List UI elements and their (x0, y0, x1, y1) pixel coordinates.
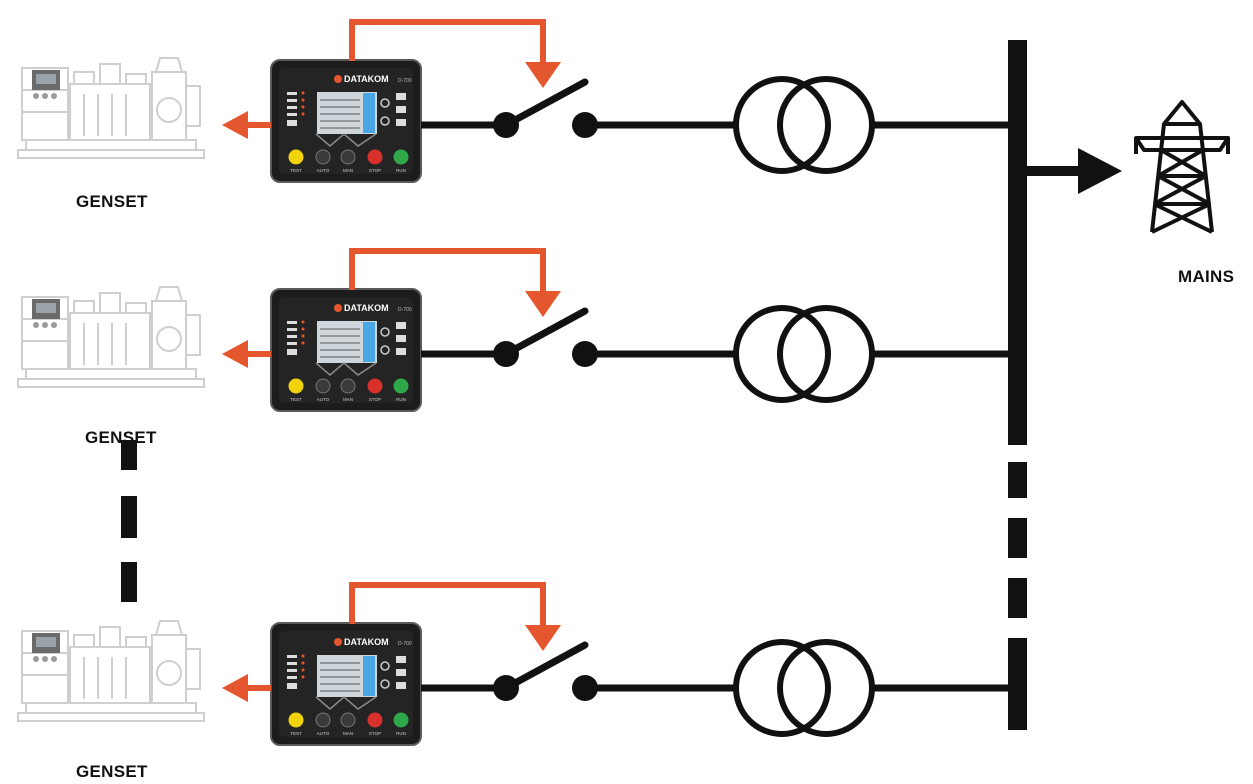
controller-button-caption: STOP (369, 397, 381, 402)
controller-button-caption: AUTO (317, 397, 330, 402)
controller-button-caption: MAN (343, 168, 353, 173)
controller-button-caption: AUTO (317, 168, 330, 173)
genset-label-2: GENSET (85, 428, 157, 447)
continuation-dashes-left (121, 440, 137, 602)
mains-arrow (1027, 148, 1122, 194)
controller-button-caption: RUN (396, 731, 406, 736)
controller-model: D-700 (398, 78, 412, 84)
breaker-transformer-feeder (421, 308, 1012, 400)
genset-row-2 (17, 251, 1012, 412)
controller-text: DATAKOM D-700 (344, 637, 412, 647)
controller-button-caption: RUN (396, 168, 406, 173)
controller-button-caption: STOP (369, 731, 381, 736)
controller-button-caption: STOP (369, 168, 381, 173)
controller-button-caption: MAN (343, 397, 353, 402)
controller-brand: DATAKOM (344, 303, 389, 313)
controller-button-caption: TEST (290, 397, 302, 402)
genset-row-3 (17, 585, 1012, 746)
controller-text: DATAKOM D-700 (344, 74, 412, 84)
controller-model: D-700 (398, 641, 412, 647)
transmission-tower-icon (1134, 100, 1230, 234)
generator-icon (17, 57, 205, 159)
controller-button-caption: TEST (290, 731, 302, 736)
genset-row-1 (17, 22, 1012, 183)
busbar-icon (1008, 40, 1027, 730)
controller-brand: DATAKOM (344, 74, 389, 84)
controller-button-caption: AUTO (317, 731, 330, 736)
controller-model: D-700 (398, 307, 412, 313)
controller-brand: DATAKOM (344, 637, 389, 647)
breaker-transformer-feeder (421, 642, 1012, 734)
genset-label-3: GENSET (76, 762, 148, 781)
controller-button-caption: RUN (396, 397, 406, 402)
genset-label-1: GENSET (76, 192, 148, 211)
mains-label: MAINS (1178, 267, 1235, 286)
generator-icon (17, 620, 205, 722)
controller-text: DATAKOM D-700 (344, 303, 412, 313)
generator-icon (17, 286, 205, 388)
controller-button-caption: MAN (343, 731, 353, 736)
breaker-transformer-feeder (421, 79, 1012, 171)
controller-button-caption: TEST (290, 168, 302, 173)
